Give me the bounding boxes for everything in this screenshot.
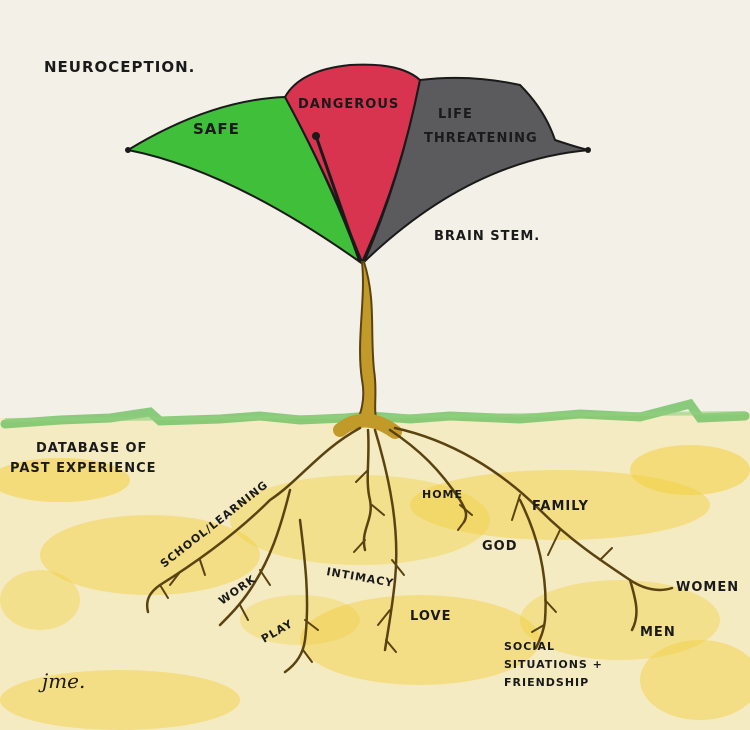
label-god: GOD [482, 539, 518, 554]
label-women: WOMEN [676, 580, 739, 595]
label-life-threatening-line2: THREATENING [424, 131, 538, 146]
label-database-line2: PAST EXPERIENCE [10, 461, 157, 476]
label-social-line1: SOCIAL [504, 640, 555, 653]
title-neuroception: NEUROCEPTION. [44, 58, 195, 76]
label-family: FAMILY [532, 499, 589, 514]
label-brain-stem: BRAIN STEM. [434, 229, 540, 244]
dial-needle [314, 135, 362, 263]
label-home: HOME [422, 488, 463, 501]
label-safe: SAFE [193, 120, 240, 138]
root-love [373, 428, 398, 652]
neuroception-fan [125, 63, 591, 265]
label-love: LOVE [410, 609, 451, 624]
root-play [283, 518, 309, 674]
root-social [518, 498, 547, 650]
label-database-line1: DATABASE OF [36, 441, 147, 456]
label-social-line2: SITUATIONS + [504, 658, 603, 671]
label-life-threatening-line1: LIFE [438, 107, 473, 122]
roots [145, 413, 674, 674]
soil-wash [0, 412, 750, 730]
root-school [145, 426, 362, 614]
brain-stem [354, 261, 380, 426]
root-family [393, 426, 674, 592]
label-men: MEN [640, 625, 676, 640]
artist-signature: jme. [38, 669, 85, 693]
root-men [628, 578, 638, 632]
root-work [218, 488, 292, 627]
root-intimacy [362, 428, 372, 552]
label-social-line3: FRIENDSHIP [504, 676, 589, 689]
dial-pivot [312, 132, 320, 140]
label-dangerous: DANGEROUS [298, 97, 399, 112]
root-home [388, 428, 468, 524]
